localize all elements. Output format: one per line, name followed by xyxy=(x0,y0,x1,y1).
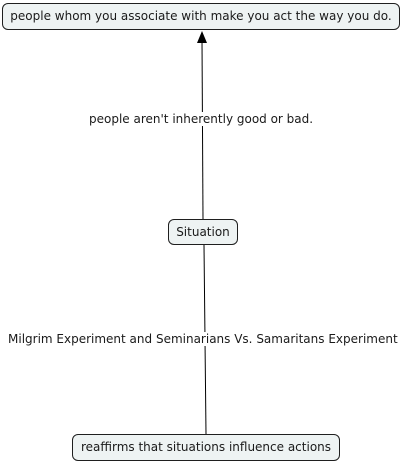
concept-node-bottom[interactable]: reaffirms that situations influence acti… xyxy=(72,434,340,461)
concept-node-top[interactable]: people whom you associate with make you … xyxy=(2,3,400,30)
link-label-upper: people aren't inherently good or bad. xyxy=(89,112,314,126)
concept-node-situation[interactable]: Situation xyxy=(168,219,238,245)
link-label-lower: Milgrim Experiment and Seminarians Vs. S… xyxy=(8,332,398,346)
connector-situation-to-top xyxy=(201,39,204,220)
arrowhead-up xyxy=(197,31,207,43)
